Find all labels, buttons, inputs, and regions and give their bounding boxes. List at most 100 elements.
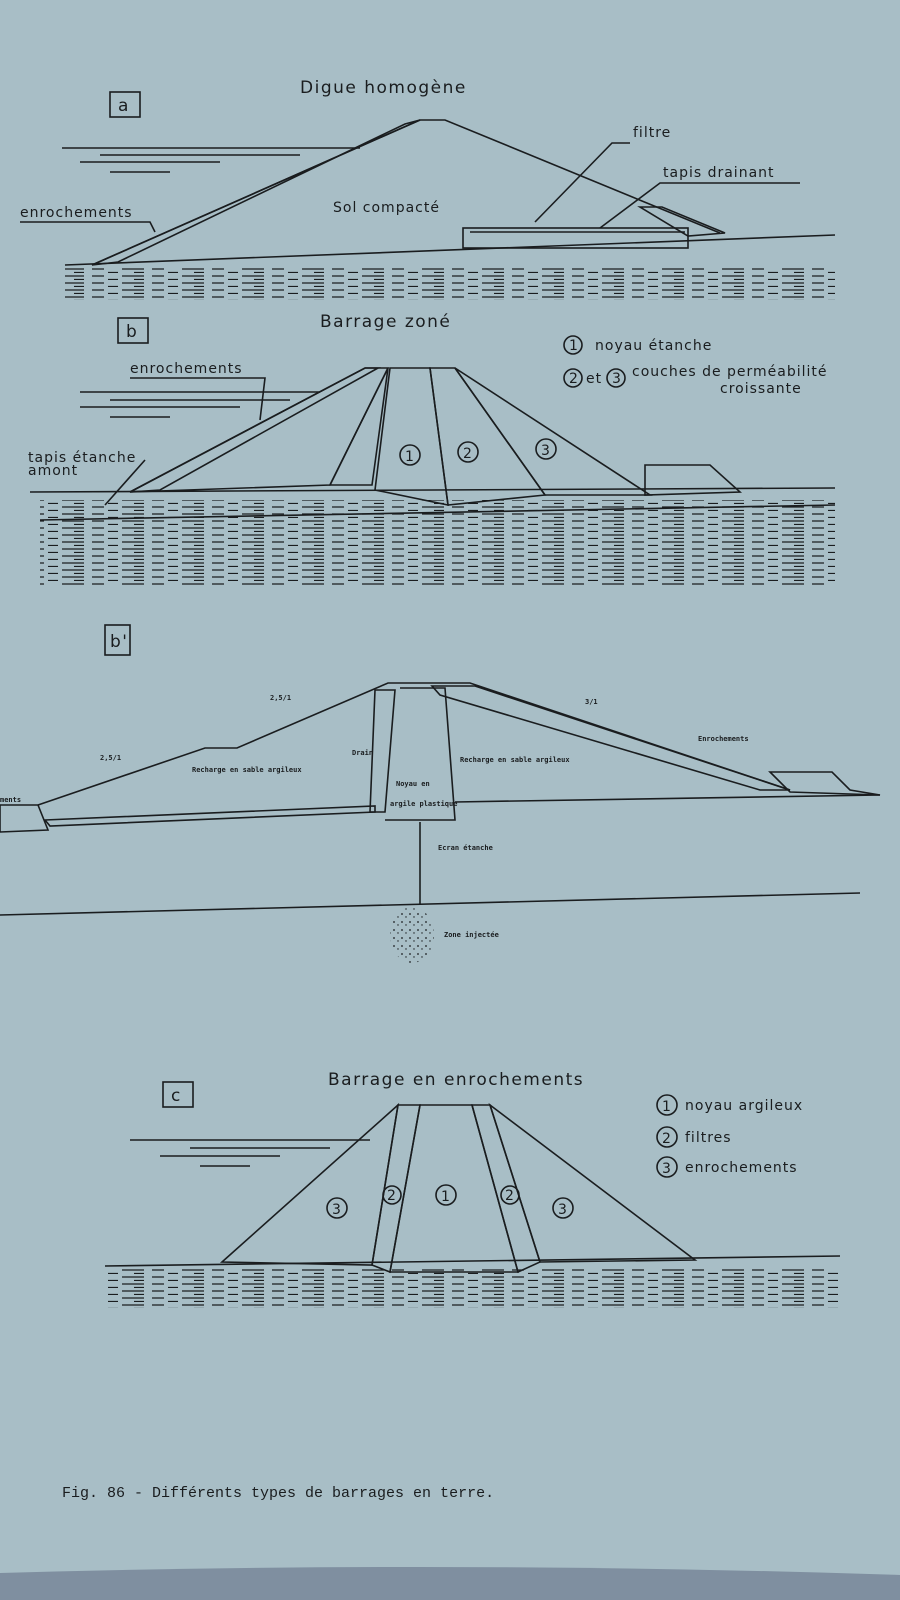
water-lines <box>130 1139 370 1167</box>
legend-number-1: 1 <box>569 338 579 354</box>
label-slope-lower: 2,5/1 <box>100 754 121 762</box>
legend-text-rockfill: enrochements <box>685 1160 798 1176</box>
label-drain: Drain <box>352 749 373 757</box>
page-edge-shadow <box>0 1566 900 1600</box>
label-slope-downstream: 3/1 <box>585 698 598 706</box>
zone-marker-rock-upstream <box>326 1197 348 1219</box>
label-slope-upper: 2,5/1 <box>270 694 291 702</box>
label-core: Noyau en <box>396 780 430 788</box>
toe-berm <box>768 771 881 796</box>
drain-leader-line <box>599 182 800 229</box>
legend-number-3: 3 <box>612 371 622 387</box>
zone-number-filter-downstream: 2 <box>505 1188 515 1204</box>
legend-number-2: 2 <box>569 371 579 387</box>
legend-number-1: 1 <box>662 1099 672 1115</box>
label-core-material: argile plastique <box>390 800 457 808</box>
downstream-riprap <box>430 685 791 791</box>
panel-label: c <box>171 1086 182 1106</box>
legend-marker-1 <box>656 1094 678 1116</box>
legend-marker-2 <box>563 368 583 388</box>
zone-marker-3 <box>535 438 557 460</box>
upstream-toe-berm <box>0 804 50 833</box>
panel-label-box <box>104 624 131 656</box>
legend-text-layers: couches de perméabilité <box>632 364 828 380</box>
panel-a-digue-homogene: a Digue homogène Sol compacté filtre tap… <box>20 78 836 300</box>
zone-number-2: 2 <box>463 446 473 462</box>
drain-blanket <box>43 805 376 827</box>
zone-number-filter-upstream: 2 <box>387 1188 397 1204</box>
blanket-leader-line <box>104 459 146 506</box>
panel-title: Digue homogène <box>300 78 467 98</box>
figure-caption: Fig. 86 - Différents types de barrages e… <box>62 1485 494 1502</box>
zone-marker-1 <box>399 444 421 466</box>
panel-label: b' <box>110 632 128 652</box>
legend-text-core: noyau étanche <box>595 338 712 354</box>
riprap-leader-line <box>20 221 156 233</box>
zone-number-rock-upstream: 3 <box>332 1202 342 1218</box>
legend: 1 noyau étanche 2 et 3 couches de perméa… <box>563 335 828 397</box>
label-riprap: enrochements <box>20 205 133 221</box>
legend-marker-2 <box>656 1126 678 1148</box>
toe-berm <box>644 464 743 496</box>
ground-line <box>104 1255 841 1267</box>
legend-text-core: noyau argileux <box>685 1098 803 1114</box>
zone-number-rock-downstream: 3 <box>558 1202 568 1218</box>
foundation-hatch <box>105 1268 840 1308</box>
filter-leader-line <box>534 142 630 223</box>
grouted-zone <box>390 907 434 963</box>
dam-outline <box>37 682 791 806</box>
label-riprap-cropped: ments <box>0 796 21 804</box>
foundation-hatch <box>40 500 835 585</box>
upstream-shell <box>129 367 390 493</box>
riprap-layer <box>91 119 421 266</box>
core <box>385 687 456 821</box>
upstream-rockfill <box>219 1102 400 1266</box>
zone-number-3: 3 <box>541 443 551 459</box>
legend-text-filters: filtres <box>685 1130 732 1146</box>
foundation-hatch <box>65 268 835 300</box>
label-grouted-zone: Zone injectée <box>444 931 499 939</box>
foundation-line <box>39 504 836 521</box>
downstream-rockfill <box>488 1102 698 1263</box>
panel-label-box <box>162 1081 194 1108</box>
panel-title: Barrage zoné <box>320 312 451 332</box>
legend-marker-1 <box>563 335 583 355</box>
ground-line <box>64 234 836 266</box>
zone-number-core: 1 <box>441 1189 451 1205</box>
zone-marker-filter-upstream <box>382 1185 402 1205</box>
legend-marker-3 <box>606 368 626 388</box>
legend-text-increasing: croissante <box>720 381 802 397</box>
water-lines <box>62 147 360 173</box>
legend-number-3: 3 <box>662 1161 672 1177</box>
toe-drain <box>637 206 726 237</box>
label-shell-downstream: Recharge en sable argileux <box>460 756 570 764</box>
zone-marker-filter-downstream <box>500 1185 520 1205</box>
panel-label: b <box>126 322 138 342</box>
upstream-filter-zone <box>328 367 389 486</box>
label-drain: tapis drainant <box>663 165 775 181</box>
label-filter: filtre <box>633 125 671 141</box>
zone-marker-2 <box>457 441 479 463</box>
panel-label: a <box>118 96 130 116</box>
chimney-drain <box>369 689 396 813</box>
zone-marker-rock-downstream <box>552 1197 574 1219</box>
ground-line <box>454 794 881 803</box>
legend-conjunction: et <box>586 371 602 387</box>
water-lines <box>80 391 320 418</box>
panel-c-barrage-enrochements: c Barrage en enrochements 1 noyau argile… <box>104 1070 841 1308</box>
label-blanket: tapis étanche <box>28 450 136 466</box>
zone-number-1: 1 <box>405 449 415 465</box>
bedrock-line <box>0 892 861 916</box>
label-riprap: enrochements <box>130 361 243 377</box>
legend-marker-3 <box>656 1156 678 1178</box>
zone-3 <box>454 367 653 496</box>
zone-marker-core <box>435 1184 457 1206</box>
legend-number-2: 2 <box>662 1131 672 1147</box>
label-fill: Sol compacté <box>333 200 440 216</box>
legend: 1 noyau argileux 2 filtres 3 enrochement… <box>656 1094 803 1178</box>
riprap-leader-line <box>130 377 266 421</box>
panel-label-box <box>109 91 141 118</box>
drain-blanket <box>462 227 689 249</box>
label-blanket-upstream: amont <box>28 463 78 479</box>
